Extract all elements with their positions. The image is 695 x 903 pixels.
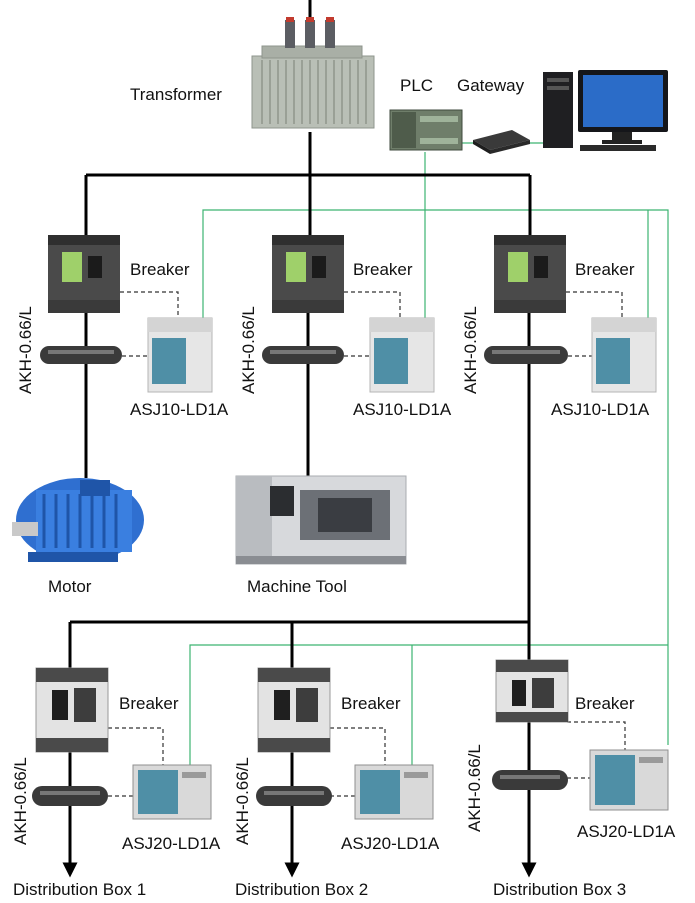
transformer-label: Transformer	[130, 85, 222, 104]
distribution-box-2-label: Distribution Box 2	[235, 880, 369, 899]
akh-label: AKH-0.66/L	[461, 306, 480, 394]
transformer-icon	[251, 17, 375, 129]
machine-tool-icon	[235, 475, 407, 565]
akh-label: AKH-0.66/L	[233, 757, 252, 845]
asj10-label: ASJ10-LD1A	[130, 400, 229, 419]
computer-icon	[543, 70, 668, 151]
signal-lines	[108, 291, 626, 797]
distribution-box-3-label: Distribution Box 3	[493, 880, 627, 899]
asj20-label: ASJ20-LD1A	[577, 822, 676, 841]
gateway-label: Gateway	[457, 76, 525, 95]
power-lines	[62, 0, 537, 878]
meter-icon	[591, 317, 657, 393]
current-transformer-icon	[492, 770, 568, 790]
current-transformer-icon	[262, 346, 344, 364]
akh-label: AKH-0.66/L	[465, 744, 484, 832]
akh-label: AKH-0.66/L	[11, 757, 30, 845]
machine-tool-label: Machine Tool	[247, 577, 347, 596]
comm-bus-upper	[202, 209, 669, 745]
breaker-icon	[48, 235, 120, 313]
asj10-label: ASJ10-LD1A	[551, 400, 650, 419]
motor-icon	[12, 478, 144, 562]
gateway-icon	[473, 130, 530, 154]
breaker-label: Breaker	[575, 260, 635, 279]
breaker-label: Breaker	[119, 694, 179, 713]
akh-label: AKH-0.66/L	[239, 306, 258, 394]
asj20-label: ASJ20-LD1A	[122, 834, 221, 853]
akh-label: AKH-0.66/L	[16, 306, 35, 394]
current-transformer-icon	[40, 346, 122, 364]
meter-icon	[147, 317, 213, 393]
plc-icon	[389, 109, 463, 151]
asj10-label: ASJ10-LD1A	[353, 400, 452, 419]
meter-icon	[589, 749, 669, 811]
communication-lines	[189, 142, 669, 765]
breaker-label: Breaker	[353, 260, 413, 279]
plc-label: PLC	[400, 76, 434, 95]
breaker-label: Breaker	[575, 694, 635, 713]
current-transformer-icon	[484, 346, 568, 364]
breaker-icon	[272, 235, 344, 313]
breaker-label: Breaker	[341, 694, 401, 713]
breaker-icon	[495, 659, 569, 723]
breaker-label: Breaker	[130, 260, 190, 279]
breaker-icon	[257, 667, 331, 753]
meter-icon	[354, 764, 434, 820]
asj20-label: ASJ20-LD1A	[341, 834, 440, 853]
motor-label: Motor	[48, 577, 92, 596]
meter-icon	[132, 764, 212, 820]
distribution-box-1-label: Distribution Box 1	[13, 880, 147, 899]
meter-icon	[369, 317, 435, 393]
breaker-icon	[35, 667, 109, 753]
current-transformer-icon	[256, 786, 332, 806]
current-transformer-icon	[32, 786, 108, 806]
breaker-icon	[494, 235, 566, 313]
